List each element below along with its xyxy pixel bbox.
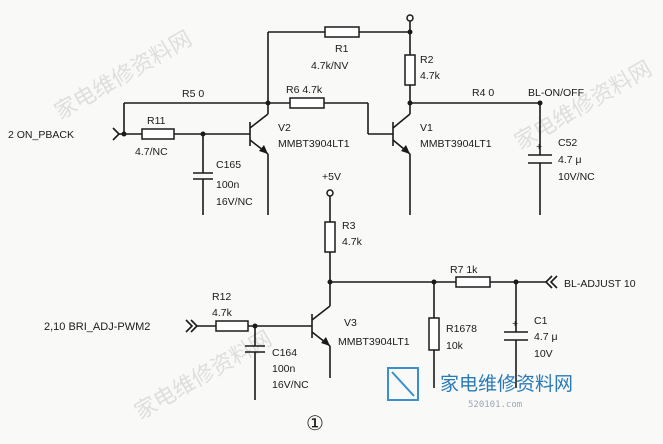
- r7-label: R7 1k: [450, 264, 478, 276]
- watermark-logo: 家电维修资料网 520101.com: [387, 367, 573, 410]
- r3-value: 4.7k: [342, 236, 363, 248]
- r1-value: 4.7k/NV: [311, 60, 348, 72]
- port-label-bl-on-off: BL-ON/OFF: [528, 87, 584, 99]
- c165-rating: 16V/NC: [216, 196, 253, 208]
- c164-rating: 16V/NC: [272, 379, 309, 391]
- logo-icon: [387, 367, 419, 401]
- v1-part: MMBT3904LT1: [420, 138, 492, 150]
- resistor-r2: [404, 54, 416, 86]
- port-label-on-pback: 2 ON_PBACK: [8, 129, 74, 141]
- resistor-r7: [455, 276, 491, 288]
- c1-rating: 10V: [534, 348, 553, 360]
- bottom-brightness-circuit: +5V R3 4.7k R7 1k BL-ADJUST 10 R1678 10k…: [44, 171, 636, 400]
- port-label-bl-adjust: BL-ADJUST 10: [564, 278, 636, 290]
- watermark-url: 520101.com: [468, 400, 522, 410]
- port-label-vcc: +5V: [322, 171, 341, 183]
- port-label-bri-adj: 2,10 BRI_ADJ-PWM2: [44, 321, 150, 333]
- v2-label: V2: [278, 122, 291, 134]
- v1-label: V1: [420, 122, 433, 134]
- watermark-title: 家电维修资料网: [440, 373, 573, 395]
- c1-polarity: +: [512, 318, 518, 330]
- c164-value: 100n: [272, 363, 296, 375]
- figure-number: ①: [306, 413, 324, 435]
- resistor-r3: [324, 221, 336, 253]
- c52-polarity: +: [536, 141, 542, 153]
- c165-label: C165: [216, 159, 241, 171]
- c52-value: 4.7 μ: [558, 154, 582, 166]
- resistor-r11: [141, 128, 175, 140]
- vcc-terminal: [406, 14, 414, 22]
- c164-label: C164: [272, 347, 297, 359]
- r4-label: R4 0: [472, 87, 494, 99]
- v2-part: MMBT3904LT1: [278, 138, 350, 150]
- r2-label: R2: [420, 54, 434, 66]
- input-arrow: [112, 127, 121, 141]
- r11-label: R11: [147, 115, 166, 127]
- resistor-r12: [215, 320, 249, 332]
- watermark-diagonal-text: 家电维修资料网: [511, 57, 657, 156]
- r2-value: 4.7k: [420, 70, 441, 82]
- r11-value: 4.7/NC: [135, 146, 168, 158]
- c52-rating: 10V/NC: [558, 171, 595, 183]
- c1-label: C1: [534, 315, 548, 327]
- input-arrow: [185, 319, 194, 333]
- c165-value: 100n: [216, 179, 240, 191]
- c1-value: 4.7 μ: [534, 331, 558, 343]
- r1-label: R1: [335, 43, 349, 55]
- r12-label: R12: [212, 291, 231, 303]
- c52-label: C52: [558, 137, 577, 149]
- v3-label: V3: [344, 317, 357, 329]
- v3-part: MMBT3904LT1: [338, 336, 410, 348]
- r12-value: 4.7k: [212, 307, 233, 319]
- r5-label: R5 0: [182, 88, 204, 100]
- top-backlight-switch: 2 ON_PBACK R5 0 R11 4.7/NC C165 100n 16V…: [8, 14, 595, 215]
- resistor-r6: [289, 97, 325, 109]
- r6-label: R6 4.7k: [286, 84, 323, 96]
- resistor-r1678: [428, 317, 440, 351]
- r1678-value: 10k: [446, 340, 464, 352]
- r1678-label: R1678: [446, 323, 477, 335]
- output-arrow: [544, 275, 553, 289]
- vcc-terminal: [326, 189, 334, 197]
- r3-label: R3: [342, 220, 356, 232]
- resistor-r1: [324, 26, 360, 38]
